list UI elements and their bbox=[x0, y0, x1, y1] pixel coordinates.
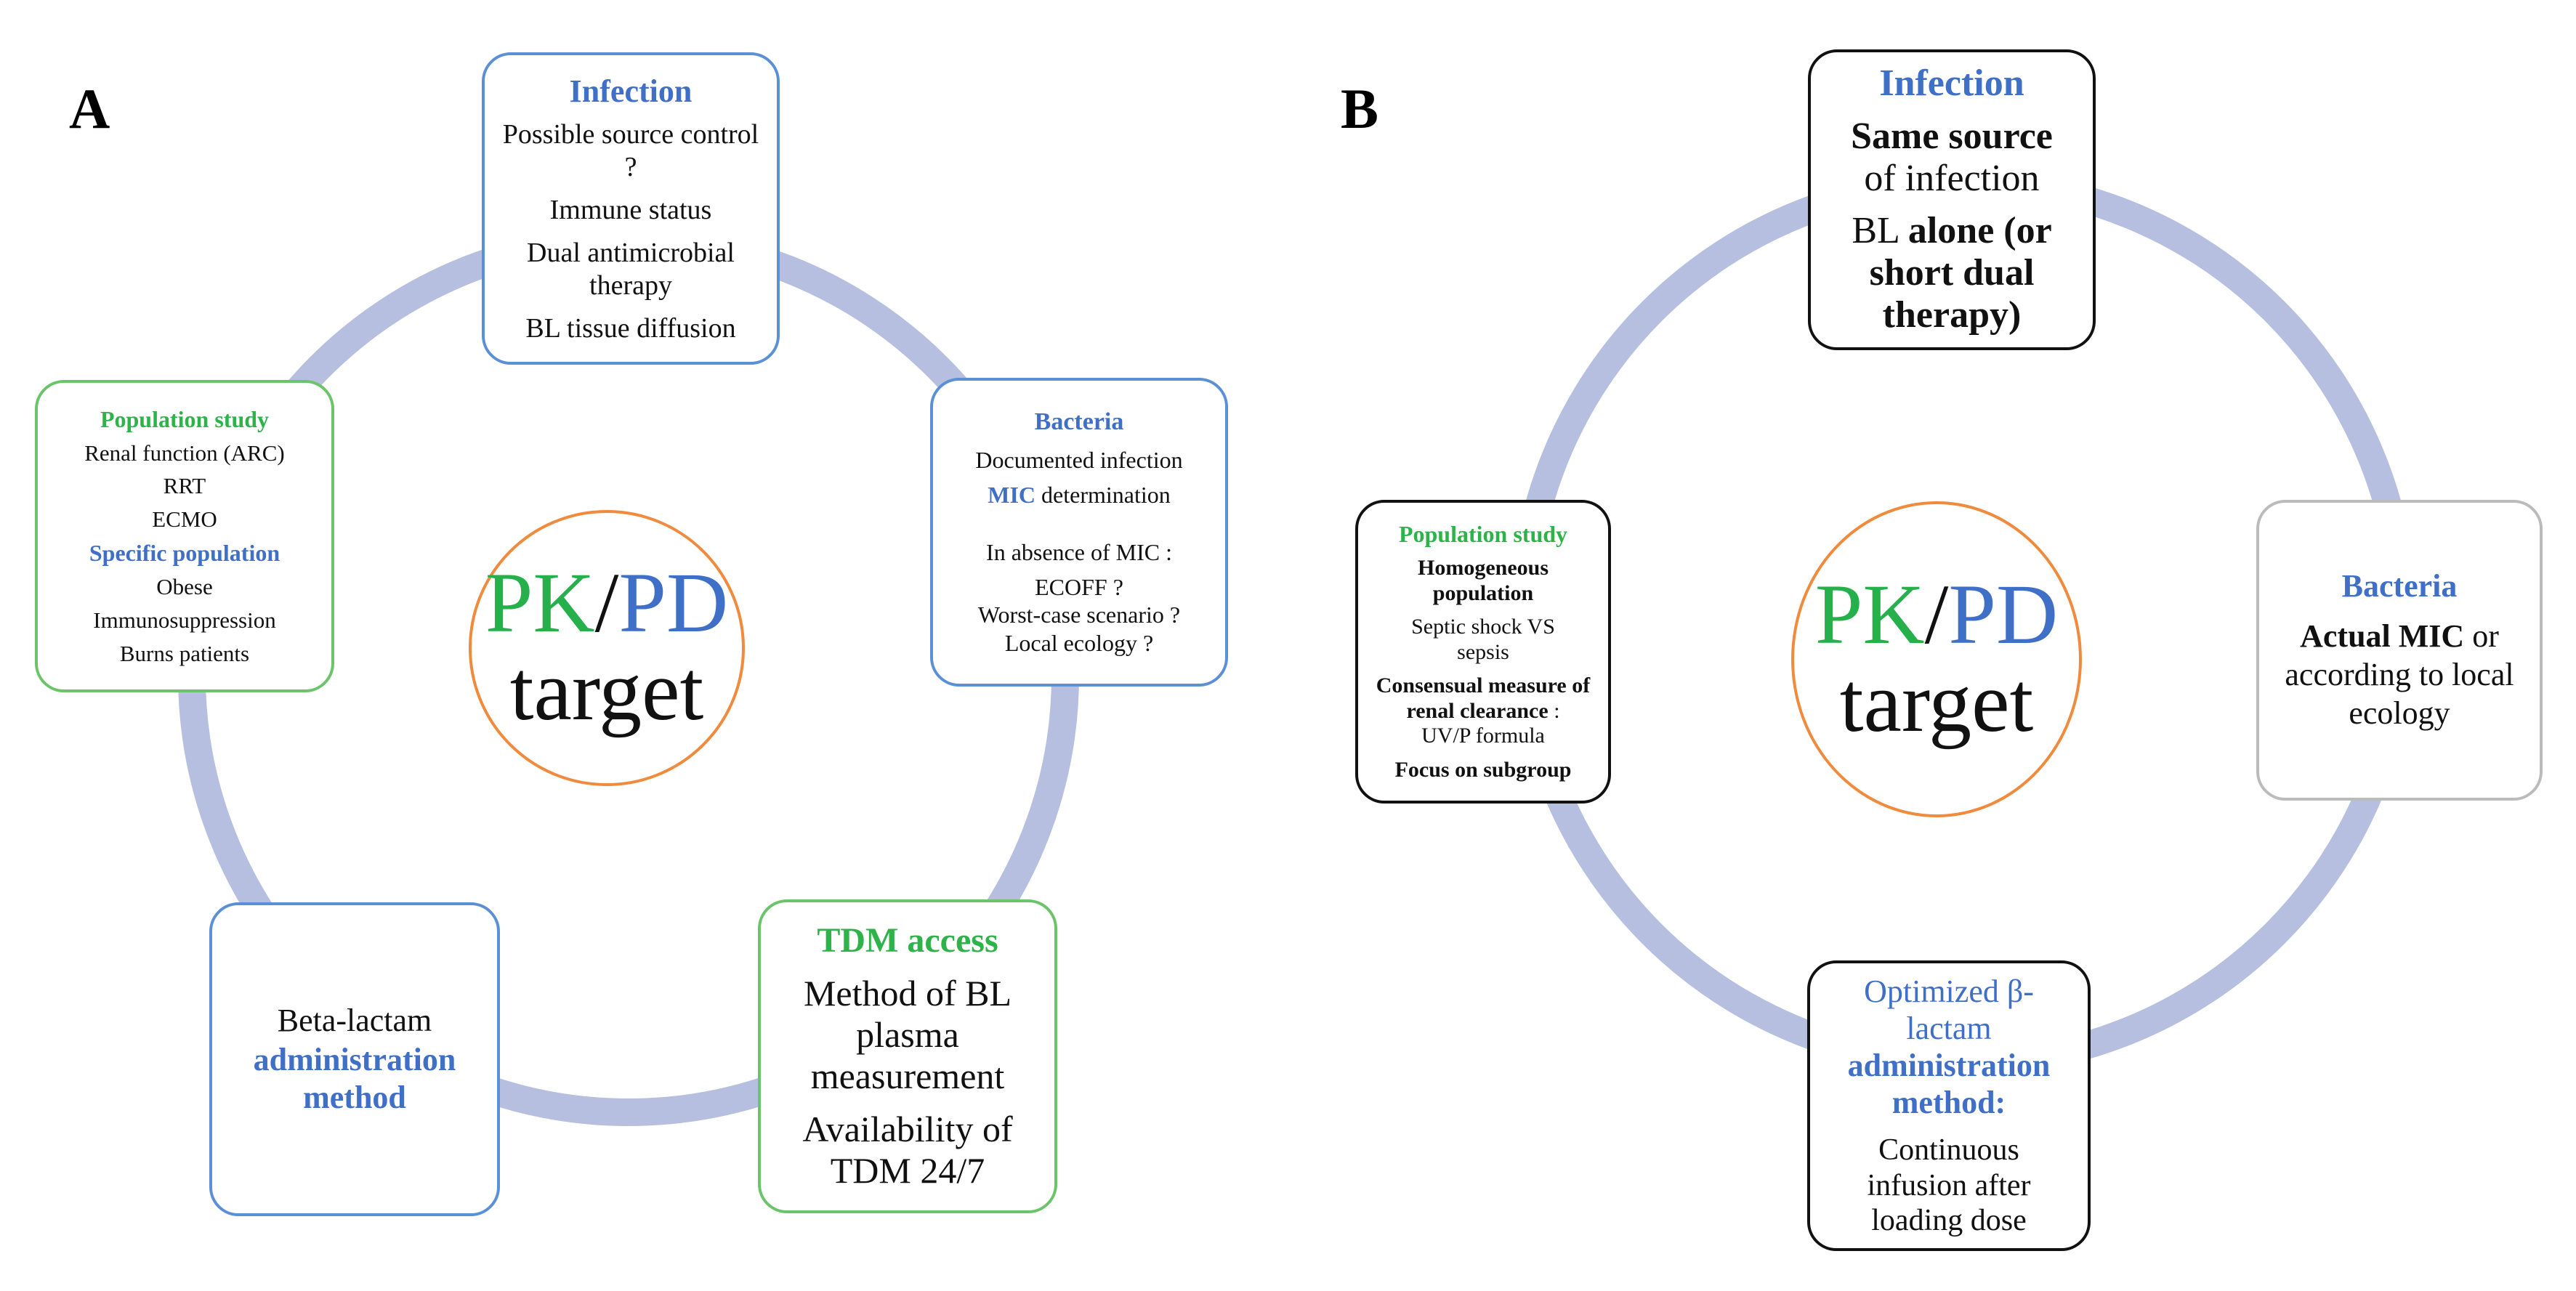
a-infection-line: Possible source control ? bbox=[502, 119, 759, 183]
b-population-title: Population study bbox=[1398, 520, 1568, 547]
b-admin-title: Optimized β-lactam bbox=[1864, 973, 2034, 1046]
a-admin-line: Beta-lactam bbox=[277, 1003, 432, 1039]
a-bacteria-box: Bacteria Documented infection MIC determ… bbox=[930, 378, 1228, 687]
panel-b-center-circle: PK/PD target bbox=[1791, 501, 2082, 817]
a-infection-box: Infection Possible source control ? Immu… bbox=[482, 52, 780, 365]
a-bacteria-line: Worst-case scenario ? bbox=[977, 602, 1181, 628]
b-bacteria-mic: Actual MIC or according to local ecology bbox=[2285, 618, 2514, 731]
a-infection-line: Dual antimicrobial therapy bbox=[527, 237, 735, 301]
target-label: target bbox=[509, 643, 704, 739]
pkpd-label: PK/PD bbox=[485, 555, 729, 651]
a-population-item: Burns patients bbox=[119, 640, 250, 666]
b-population-homogeneous: Homogeneous population bbox=[1418, 556, 1549, 605]
b-population-septic: Septic shock VS sepsis bbox=[1411, 615, 1555, 664]
a-infection-line: Immune status bbox=[549, 195, 712, 226]
a-bacteria-mic-line: MIC determination bbox=[988, 482, 1171, 509]
b-admin-method: administration method: bbox=[1847, 1047, 2051, 1120]
a-bacteria-line: In absence of MIC : bbox=[986, 538, 1172, 565]
a-bacteria-title: Bacteria bbox=[1034, 408, 1124, 435]
b-population-focus: Focus on subgroup bbox=[1394, 757, 1572, 782]
a-tdm-title: TDM access bbox=[817, 921, 998, 960]
b-administration-box: Optimized β-lactam administration method… bbox=[1807, 960, 2091, 1251]
b-infection-title: Infection bbox=[1879, 62, 2024, 105]
a-tdm-line: Availability of TDM 24/7 bbox=[802, 1108, 1013, 1191]
a-bacteria-line: Documented infection bbox=[975, 446, 1183, 473]
a-population-item: Renal function (ARC) bbox=[84, 440, 285, 466]
a-admin-method: administration method bbox=[253, 1042, 456, 1115]
a-specific-population-title: Specific population bbox=[89, 540, 280, 566]
a-infection-title: Infection bbox=[569, 73, 693, 109]
panel-a-center-circle: PK/PD target bbox=[469, 510, 745, 786]
a-tdm-box: TDM access Method of BL plasma measureme… bbox=[758, 899, 1057, 1213]
panel-a-label: A bbox=[69, 77, 110, 140]
a-population-title: Population study bbox=[100, 405, 270, 432]
a-population-item: Immunosuppression bbox=[93, 607, 276, 633]
a-infection-line: BL tissue diffusion bbox=[525, 312, 736, 344]
b-infection-therapy: BL alone (or short dual therapy) bbox=[1852, 210, 2052, 336]
pkpd-label: PK/PD bbox=[1814, 566, 2059, 662]
a-population-box: Population study Renal function (ARC) RR… bbox=[35, 380, 334, 692]
b-population-consensual: Consensual measure of renal clearance : bbox=[1376, 673, 1591, 723]
b-population-formula: UV/P formula bbox=[1421, 724, 1545, 748]
panel-b-label: B bbox=[1341, 77, 1379, 140]
a-bacteria-line: ECOFF ? bbox=[1035, 573, 1123, 600]
b-admin-body: Continuous infusion after loading dose bbox=[1867, 1133, 2031, 1238]
a-population-item: Obese bbox=[156, 574, 213, 600]
a-tdm-line: Method of BL plasma measurement bbox=[803, 972, 1012, 1096]
b-population-box: Population study Homogeneous population … bbox=[1355, 500, 1611, 804]
a-administration-box: Beta-lactam administration method bbox=[209, 902, 500, 1216]
a-bacteria-line: Local ecology ? bbox=[1004, 629, 1154, 656]
target-label: target bbox=[1839, 654, 2034, 750]
a-population-item: RRT bbox=[163, 473, 206, 499]
b-bacteria-box: Bacteria Actual MIC or according to loca… bbox=[2256, 500, 2543, 801]
a-population-item: ECMO bbox=[152, 506, 217, 533]
b-bacteria-title: Bacteria bbox=[2341, 568, 2458, 604]
